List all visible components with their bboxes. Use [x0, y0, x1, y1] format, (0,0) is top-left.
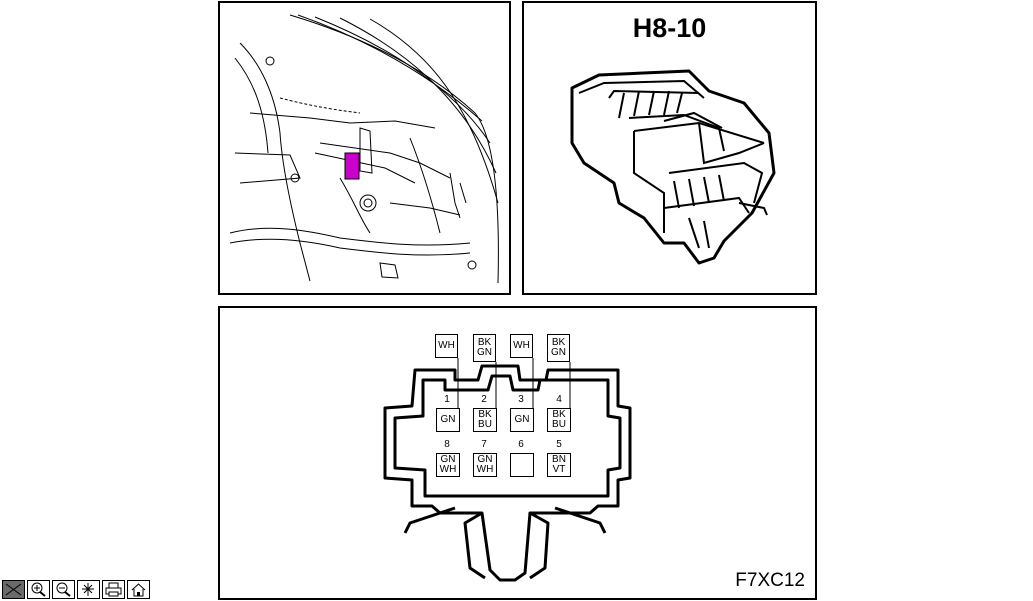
wire-label: BK GN	[473, 334, 496, 362]
pin-cavity: GN WH	[473, 453, 497, 477]
connector-id-title: H8-10	[632, 13, 707, 43]
pin-cavity: GN	[510, 408, 534, 432]
connector-3d-drawing	[570, 69, 776, 265]
vehicle-location-drawing	[229, 14, 499, 284]
pin-cavity: BK BU	[473, 408, 497, 432]
pin-number: 2	[481, 394, 487, 405]
print-icon[interactable]	[102, 580, 125, 599]
select-icon[interactable]	[2, 580, 25, 599]
pin-cavity: BN VT	[547, 453, 571, 477]
connector-face-drawing	[383, 358, 632, 582]
pin-cavity: GN	[436, 408, 460, 432]
pin-number: 7	[481, 439, 487, 450]
pinout-panel: WH BK GN WH BK GN 1 2 3 4 8 7 6 5 GN BK …	[218, 306, 817, 600]
wire-label: WH	[510, 334, 533, 358]
pin-number: 1	[444, 394, 450, 405]
pin-number: 5	[556, 439, 562, 450]
pin-cavity: GN WH	[436, 453, 460, 477]
location-view-panel	[218, 1, 511, 295]
pin-number: 4	[556, 394, 562, 405]
figure-code: F7XC12	[735, 570, 805, 591]
pin-number: 3	[518, 394, 524, 405]
pan-icon[interactable]	[77, 580, 100, 599]
connector-location-marker	[344, 152, 360, 180]
pin-cavity: BK BU	[547, 408, 571, 432]
pin-number: 6	[518, 439, 524, 450]
connector-view-panel: H8-10	[522, 1, 817, 295]
pin-number: 8	[444, 439, 450, 450]
wire-label: BK GN	[547, 334, 570, 362]
wire-label: WH	[435, 334, 458, 358]
zoom-in-icon[interactable]	[27, 580, 50, 599]
viewer-toolbar	[2, 580, 150, 600]
home-icon[interactable]	[127, 580, 150, 599]
zoom-out-icon[interactable]	[52, 580, 75, 599]
pin-cavity	[510, 453, 534, 477]
